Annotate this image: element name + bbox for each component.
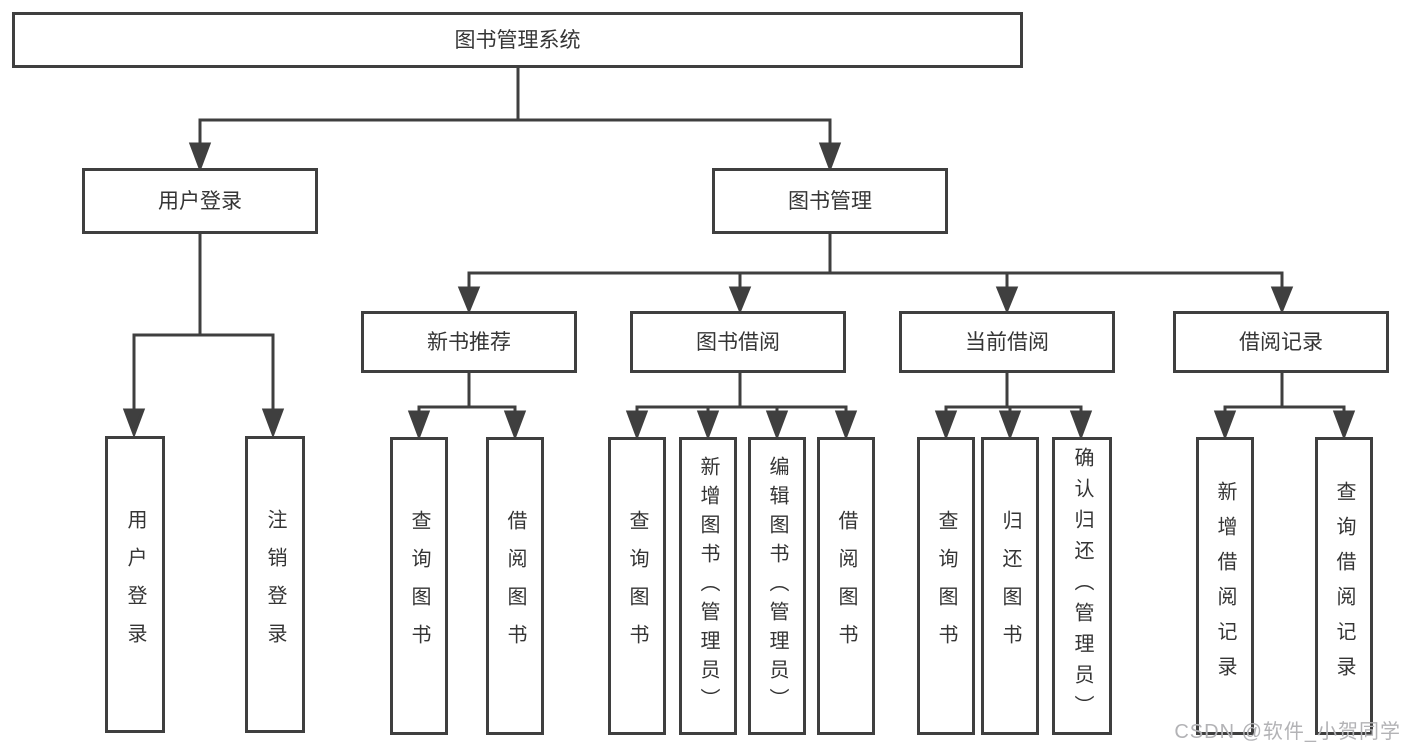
node-add-borrow-record: 新增借阅记录 bbox=[1196, 437, 1254, 735]
connector-new-book-recommend bbox=[407, 373, 527, 441]
node-book-management: 图书管理 bbox=[712, 168, 948, 234]
connector-current-borrowing bbox=[934, 373, 1093, 441]
node-user-login-leaf-label: 用户登录 bbox=[124, 508, 146, 661]
node-recommend-borrow-books-label: 借阅图书 bbox=[504, 510, 526, 662]
node-new-book-recommend-label: 新书推荐 bbox=[427, 330, 511, 354]
connector-book-management bbox=[457, 234, 1294, 314]
node-add-borrow-record-label: 新增借阅记录 bbox=[1214, 481, 1236, 691]
node-confirm-return-admin: 确认归还（管理员） bbox=[1052, 437, 1112, 735]
node-logout-label: 注销登录 bbox=[264, 508, 286, 661]
node-return-books-label: 归还图书 bbox=[999, 510, 1021, 662]
node-new-book-recommend: 新书推荐 bbox=[361, 311, 577, 373]
node-recommend-query-books: 查询图书 bbox=[390, 437, 448, 735]
node-logout: 注销登录 bbox=[245, 436, 305, 733]
node-user-login: 用户登录 bbox=[82, 168, 318, 234]
node-return-books: 归还图书 bbox=[981, 437, 1039, 735]
node-book-borrowing-label: 图书借阅 bbox=[696, 330, 780, 354]
node-confirm-return-admin-label: 确认归还（管理员） bbox=[1071, 446, 1093, 726]
node-add-books-admin: 新增图书（管理员） bbox=[679, 437, 737, 735]
node-borrowing-query-books: 查询图书 bbox=[608, 437, 666, 735]
connector-root bbox=[188, 68, 842, 173]
node-recommend-borrow-books: 借阅图书 bbox=[486, 437, 544, 735]
connector-user-login bbox=[122, 234, 285, 439]
node-borrowing-query-books-label: 查询图书 bbox=[626, 510, 648, 662]
node-borrowing-records-label: 借阅记录 bbox=[1239, 330, 1323, 354]
node-edit-books-admin: 编辑图书（管理员） bbox=[748, 437, 806, 735]
node-borrowing-records: 借阅记录 bbox=[1173, 311, 1389, 373]
node-add-books-admin-label: 新增图书（管理员） bbox=[697, 455, 719, 717]
node-query-borrow-record: 查询借阅记录 bbox=[1315, 437, 1373, 735]
node-query-borrow-record-label: 查询借阅记录 bbox=[1333, 481, 1355, 691]
node-current-borrowing: 当前借阅 bbox=[899, 311, 1115, 373]
node-user-login-leaf: 用户登录 bbox=[105, 436, 165, 733]
node-current-query-books: 查询图书 bbox=[917, 437, 975, 735]
node-borrowing-borrow-books-label: 借阅图书 bbox=[835, 510, 857, 662]
node-book-management-label: 图书管理 bbox=[788, 189, 872, 213]
node-current-borrowing-label: 当前借阅 bbox=[965, 330, 1049, 354]
node-recommend-query-books-label: 查询图书 bbox=[408, 510, 430, 662]
node-root: 图书管理系统 bbox=[12, 12, 1023, 68]
connector-book-borrowing bbox=[625, 373, 858, 441]
node-edit-books-admin-label: 编辑图书（管理员） bbox=[766, 455, 788, 717]
node-user-login-label: 用户登录 bbox=[158, 189, 242, 213]
node-current-query-books-label: 查询图书 bbox=[935, 510, 957, 662]
node-root-label: 图书管理系统 bbox=[454, 28, 581, 52]
node-borrowing-borrow-books: 借阅图书 bbox=[817, 437, 875, 735]
connector-borrowing-records bbox=[1213, 373, 1356, 441]
node-book-borrowing: 图书借阅 bbox=[630, 311, 846, 373]
